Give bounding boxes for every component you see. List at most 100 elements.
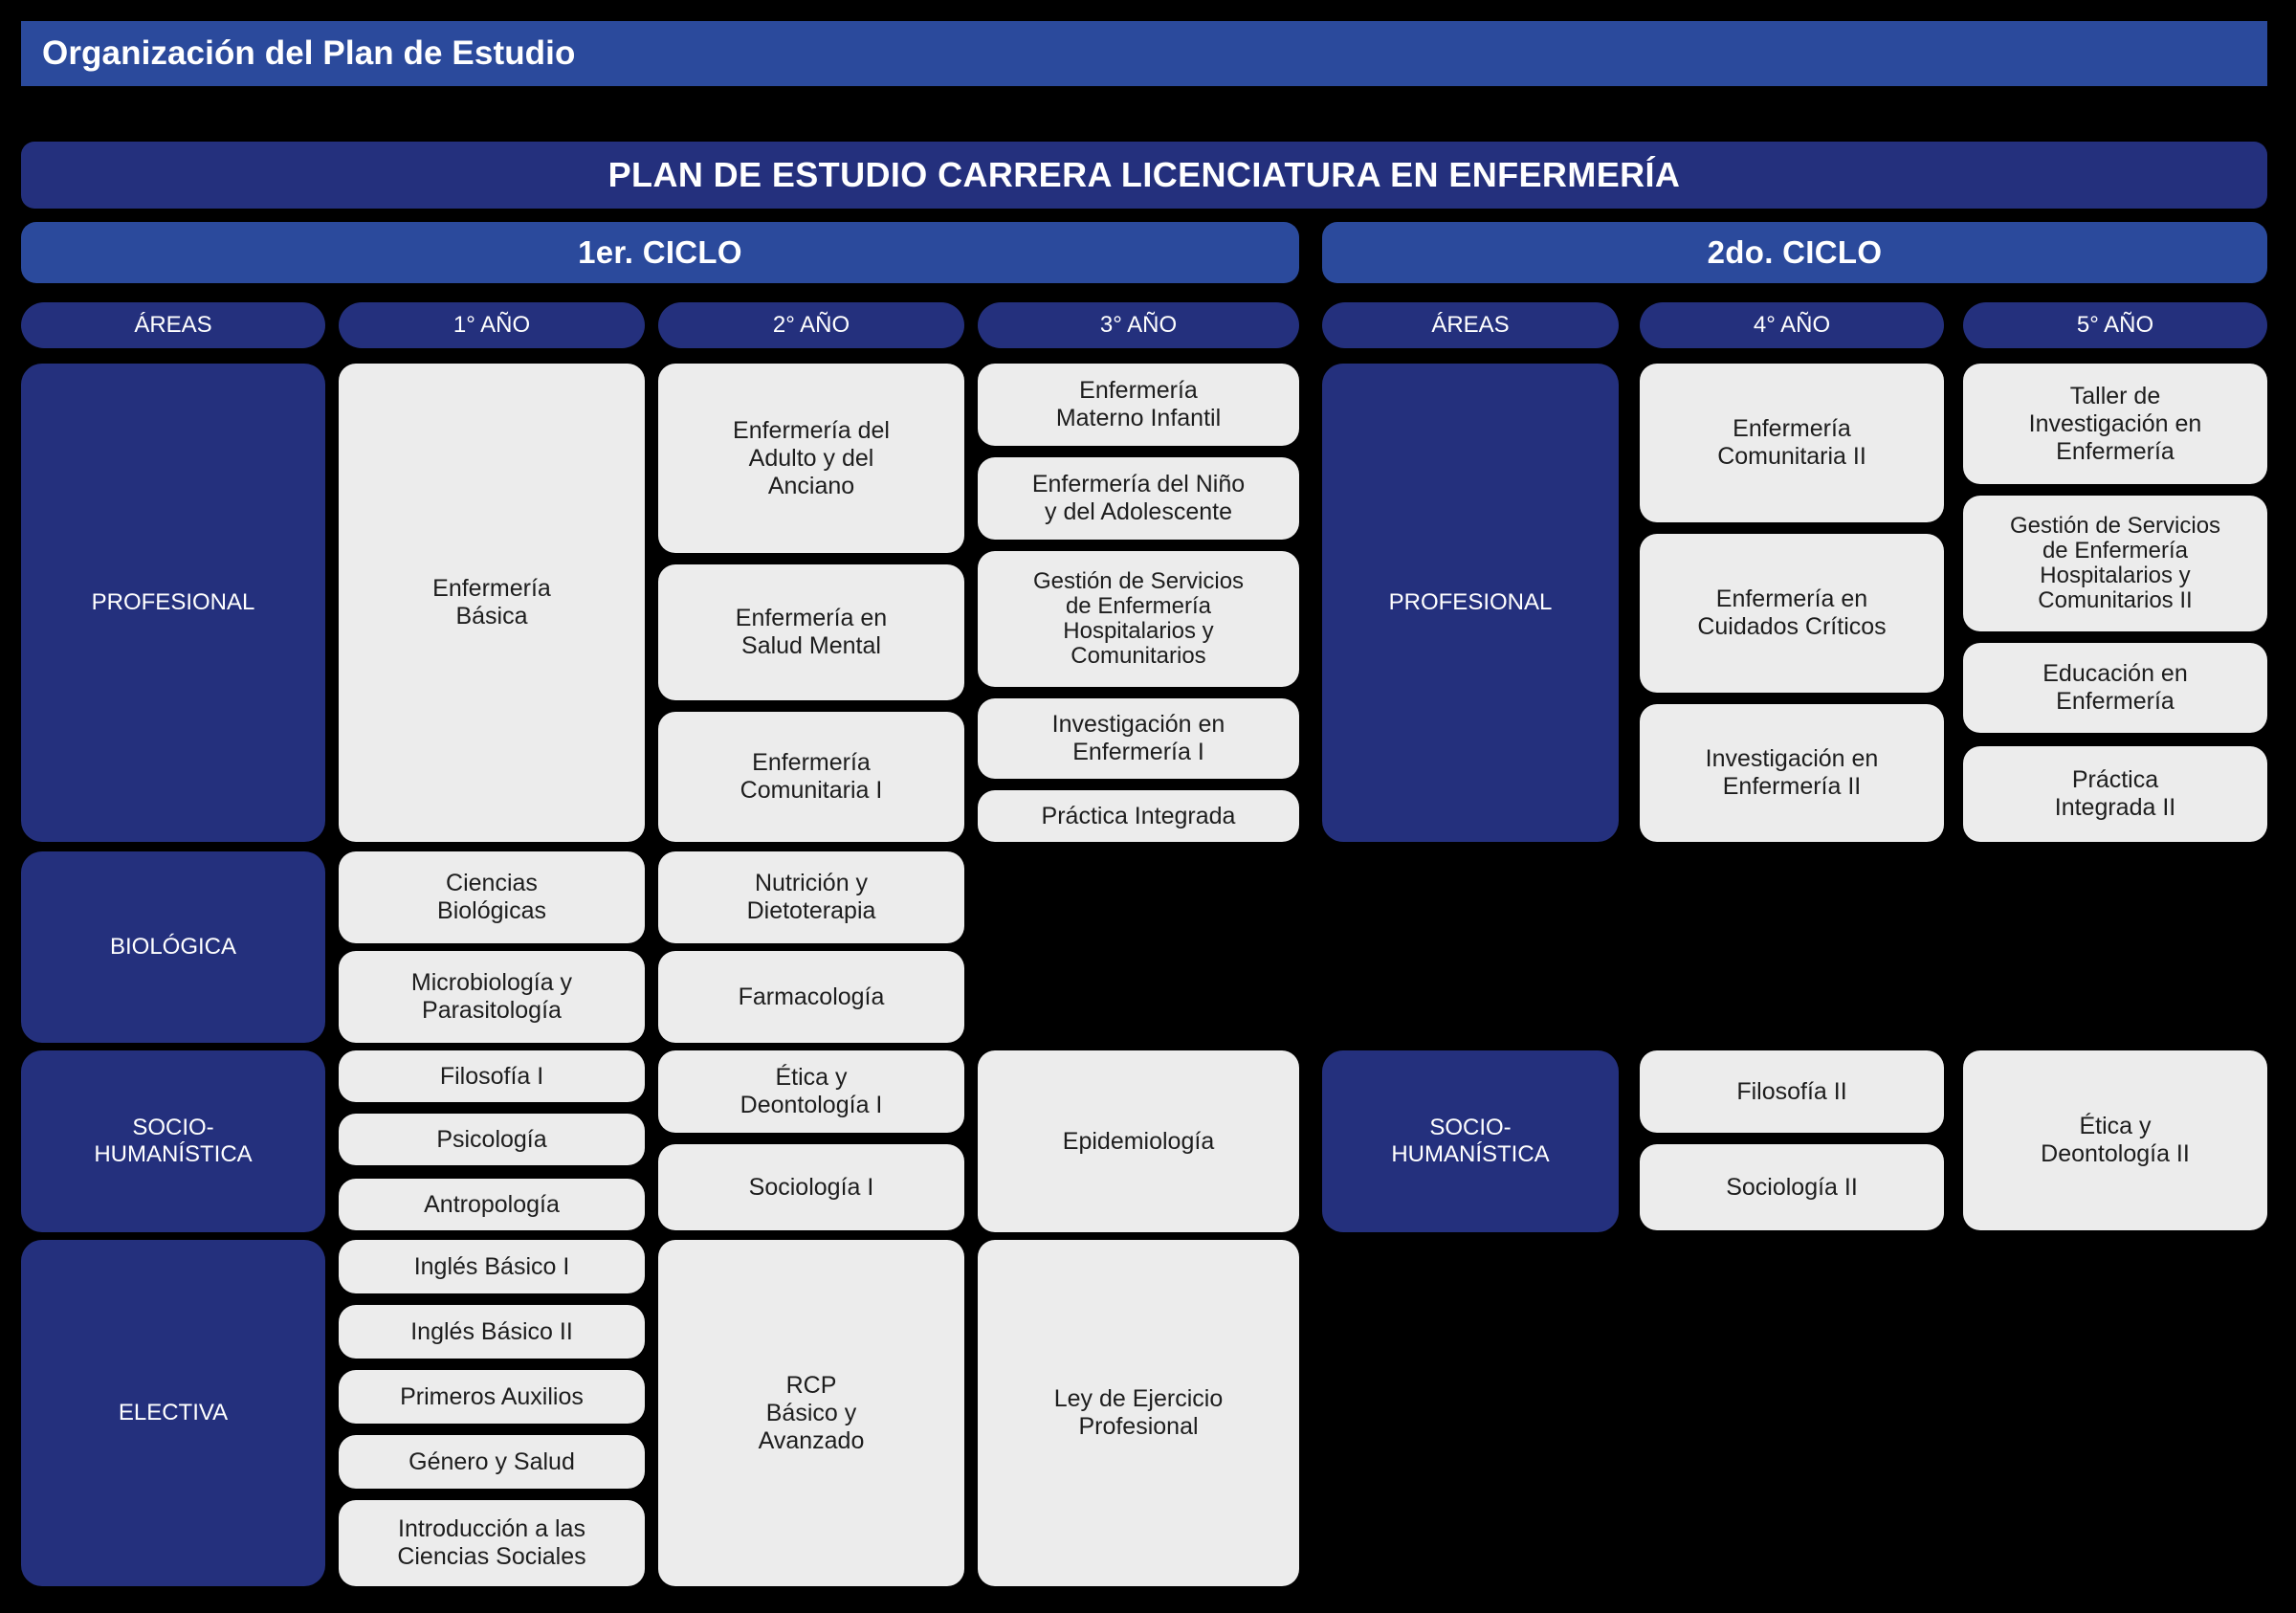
subject-label: Enfermería Materno Infantil: [1055, 377, 1222, 431]
subject-label: Enfermería Básica: [432, 575, 551, 630]
subject-label: Enfermería Comunitaria II: [1717, 415, 1866, 470]
subject-label: Primeros Auxilios: [400, 1382, 584, 1410]
column-header-2-anio: 2° AÑO: [658, 302, 964, 348]
subject-label: Ley de Ejercicio Profesional: [1053, 1385, 1224, 1440]
subject-box[interactable]: Filosofía II: [1640, 1050, 1944, 1133]
subject-label: Enfermería en Salud Mental: [735, 605, 888, 659]
subject-label: Ciencias Biológicas: [437, 870, 546, 924]
subject-box[interactable]: Género y Salud: [339, 1435, 645, 1489]
area-label: SOCIO- HUMANÍSTICA: [1391, 1114, 1550, 1167]
subject-box[interactable]: Filosofía I: [339, 1050, 645, 1102]
subject-box[interactable]: Investigación en Enfermería I: [978, 698, 1299, 779]
subject-label: RCP Básico y Avanzado: [758, 1371, 865, 1454]
subject-label: Investigación en Enfermería II: [1705, 745, 1879, 800]
subject-box[interactable]: Enfermería Materno Infantil: [978, 364, 1299, 446]
subject-box[interactable]: Práctica Integrada: [978, 790, 1299, 842]
subject-box[interactable]: Enfermería del Niño y del Adolescente: [978, 457, 1299, 540]
subject-box[interactable]: Enfermería Básica: [339, 364, 645, 842]
column-header-4-anio: 4° AÑO: [1640, 302, 1944, 348]
subject-box[interactable]: Nutrición y Dietoterapia: [658, 851, 964, 943]
subject-box[interactable]: Gestión de Servicios de Enfermería Hospi…: [1963, 496, 2267, 631]
subject-box[interactable]: Inglés Básico I: [339, 1240, 645, 1293]
subject-box[interactable]: RCP Básico y Avanzado: [658, 1240, 964, 1586]
area-label: PROFESIONAL: [91, 588, 255, 615]
subject-box[interactable]: Práctica Integrada II: [1963, 746, 2267, 842]
area-label: BIOLÓGICA: [109, 933, 237, 960]
subject-box[interactable]: Ética y Deontología II: [1963, 1050, 2267, 1230]
subject-label: Gestión de Servicios de Enfermería Hospi…: [2009, 513, 2221, 613]
subject-label: Inglés Básico II: [410, 1317, 573, 1345]
cycle-label-2do-ciclo: 2do. CICLO: [1707, 234, 1883, 270]
area-cell-biologica-ciclo1: BIOLÓGICA: [21, 851, 325, 1043]
area-cell-electiva-ciclo1: ELECTIVA: [21, 1240, 325, 1586]
subject-box[interactable]: Psicología: [339, 1114, 645, 1165]
subject-label: Enfermería en Cuidados Críticos: [1697, 586, 1887, 640]
column-header-3-anio: 3° AÑO: [978, 302, 1299, 348]
subject-box[interactable]: Introducción a las Ciencias Sociales: [339, 1500, 645, 1586]
subject-label: Género y Salud: [408, 1447, 575, 1475]
subject-label: Antropología: [424, 1190, 560, 1218]
subject-label: Psicología: [436, 1125, 547, 1153]
subject-label: Epidemiología: [1062, 1127, 1215, 1155]
column-header-label: 5° AÑO: [2076, 312, 2154, 338]
subject-label: Educación en Enfermería: [2042, 660, 2188, 715]
cycle-header-2do-ciclo: 2do. CICLO: [1322, 222, 2267, 283]
column-header-label: ÁREAS: [134, 312, 212, 338]
subject-label: Inglés Básico I: [413, 1252, 570, 1280]
subject-box[interactable]: Inglés Básico II: [339, 1305, 645, 1359]
subject-box[interactable]: Ciencias Biológicas: [339, 851, 645, 943]
subject-box[interactable]: Antropología: [339, 1179, 645, 1230]
area-cell-profesional-ciclo2: PROFESIONAL: [1322, 364, 1619, 842]
subject-box[interactable]: Sociología I: [658, 1144, 964, 1230]
subject-box[interactable]: Enfermería en Salud Mental: [658, 564, 964, 700]
subject-box[interactable]: Primeros Auxilios: [339, 1370, 645, 1424]
page-header-bar: Organización del Plan de Estudio: [21, 21, 2267, 86]
subject-label: Gestión de Servicios de Enfermería Hospi…: [1032, 568, 1245, 669]
area-label: SOCIO- HUMANÍSTICA: [94, 1114, 253, 1167]
subject-label: Microbiología y Parasitología: [410, 969, 573, 1024]
column-header-label: 1° AÑO: [453, 312, 531, 338]
subject-box[interactable]: Gestión de Servicios de Enfermería Hospi…: [978, 551, 1299, 687]
subject-label: Ética y Deontología I: [740, 1064, 883, 1118]
plan-title-text: PLAN DE ESTUDIO CARRERA LICENCIATURA EN …: [607, 155, 1681, 194]
subject-box[interactable]: Ley de Ejercicio Profesional: [978, 1240, 1299, 1586]
page-title: Organización del Plan de Estudio: [42, 34, 576, 72]
column-header-label: 2° AÑO: [772, 312, 850, 338]
area-cell-profesional-ciclo1: PROFESIONAL: [21, 364, 325, 842]
column-header-label: 3° AÑO: [1099, 312, 1178, 338]
subject-box[interactable]: Investigación en Enfermería II: [1640, 704, 1944, 842]
subject-label: Filosofía I: [439, 1062, 544, 1090]
subject-box[interactable]: Taller de Investigación en Enfermería: [1963, 364, 2267, 484]
subject-label: Sociología I: [748, 1173, 874, 1201]
subject-box[interactable]: Enfermería Comunitaria II: [1640, 364, 1944, 522]
plan-title-bar: PLAN DE ESTUDIO CARRERA LICENCIATURA EN …: [21, 142, 2267, 209]
subject-label: Investigación en Enfermería I: [1051, 711, 1225, 765]
subject-box[interactable]: Educación en Enfermería: [1963, 643, 2267, 733]
subject-box[interactable]: Microbiología y Parasitología: [339, 951, 645, 1043]
subject-label: Sociología II: [1726, 1173, 1858, 1201]
subject-box[interactable]: Ética y Deontología I: [658, 1050, 964, 1133]
subject-label: Enfermería del Niño y del Adolescente: [1031, 471, 1246, 525]
column-header-areas-1: ÁREAS: [21, 302, 325, 348]
cycle-header-1er-ciclo: 1er. CICLO: [21, 222, 1299, 283]
cycle-label-1er-ciclo: 1er. CICLO: [578, 234, 742, 270]
subject-label: Práctica Integrada: [1041, 802, 1236, 829]
subject-label: Farmacología: [738, 983, 885, 1010]
subject-label: Práctica Integrada II: [2054, 766, 2176, 821]
subject-label: Ética y Deontología II: [2041, 1113, 2190, 1167]
subject-box[interactable]: Enfermería del Adulto y del Anciano: [658, 364, 964, 553]
subject-label: Introducción a las Ciencias Sociales: [397, 1515, 586, 1570]
area-label: ELECTIVA: [118, 1399, 229, 1425]
subject-label: Enfermería del Adulto y del Anciano: [733, 416, 890, 499]
column-header-5-anio: 5° AÑO: [1963, 302, 2267, 348]
area-cell-sociohumanistica-ciclo1: SOCIO- HUMANÍSTICA: [21, 1050, 325, 1232]
subject-box[interactable]: Enfermería en Cuidados Críticos: [1640, 534, 1944, 693]
subject-label: Enfermería Comunitaria I: [740, 749, 883, 804]
column-header-label: ÁREAS: [1431, 312, 1510, 338]
subject-box[interactable]: Enfermería Comunitaria I: [658, 712, 964, 842]
area-label: PROFESIONAL: [1388, 588, 1553, 615]
subject-box[interactable]: Farmacología: [658, 951, 964, 1043]
subject-box[interactable]: Epidemiología: [978, 1050, 1299, 1232]
subject-box[interactable]: Sociología II: [1640, 1144, 1944, 1230]
